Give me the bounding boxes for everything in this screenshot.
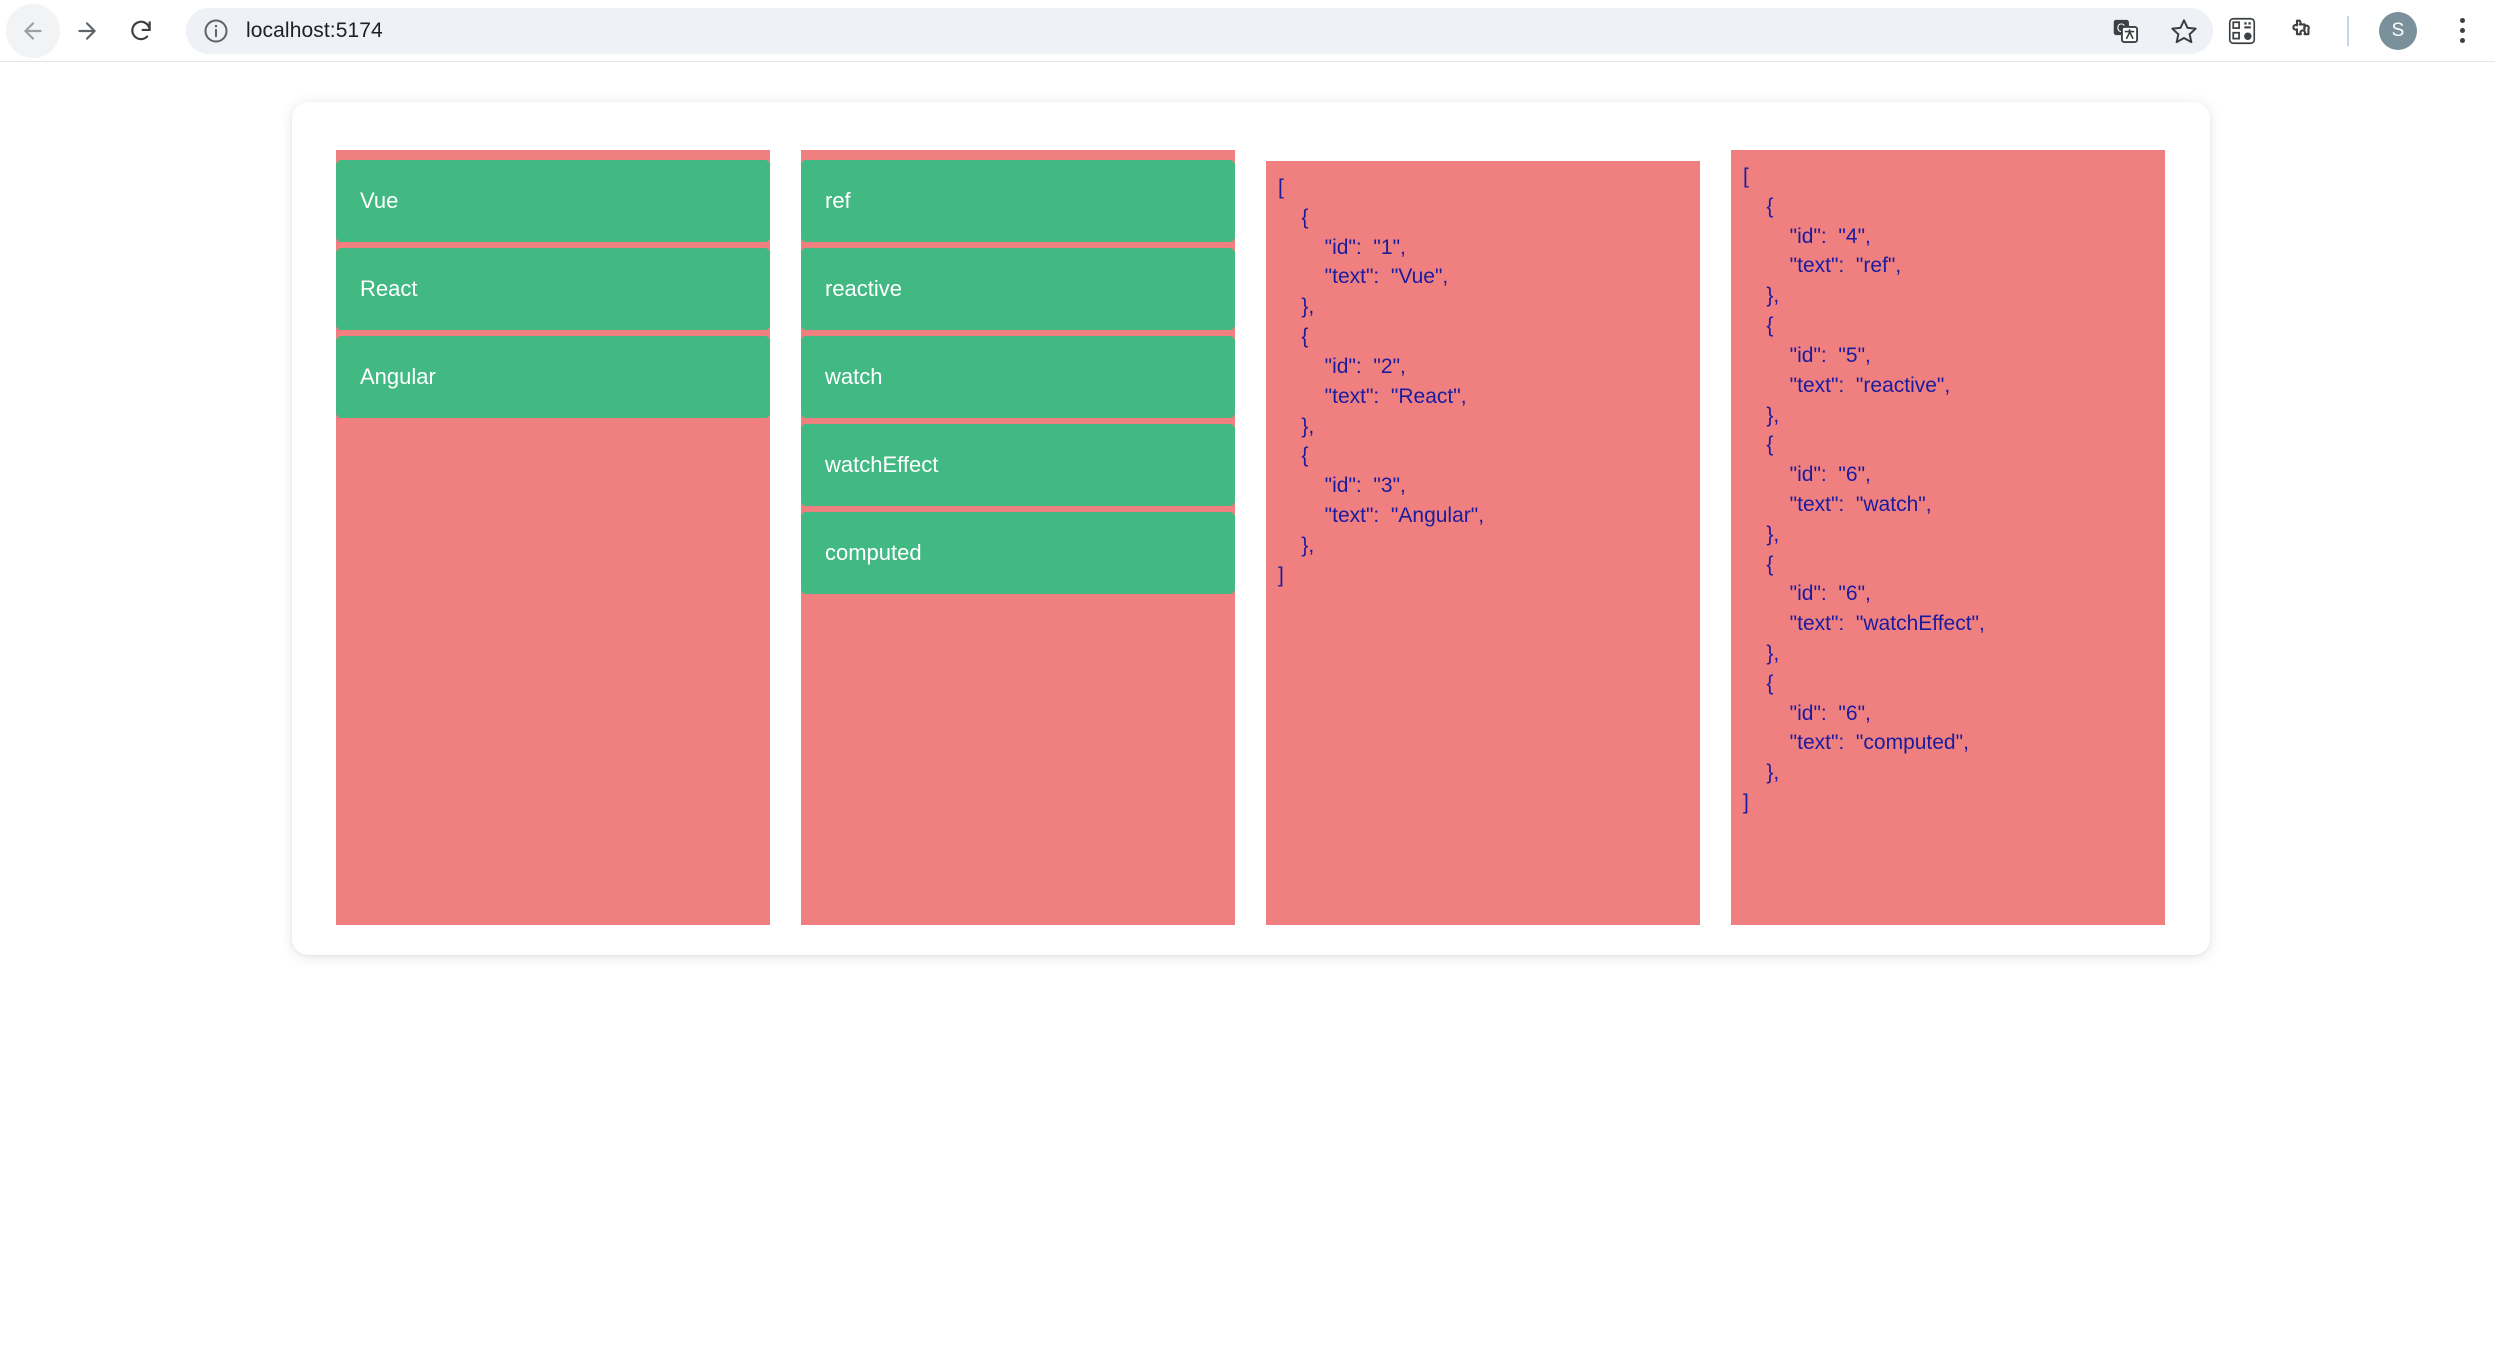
star-bookmark-icon[interactable] [2169,16,2199,46]
page-body: Vue React Angular ref reactive watch [0,62,2495,1372]
forward-button[interactable] [60,4,114,58]
browser-actions: S [2227,11,2495,50]
list-item[interactable]: Angular [336,336,770,418]
board-card: Vue React Angular ref reactive watch [292,102,2210,955]
list-item-label: Angular [360,364,436,389]
list-item-label: ref [825,188,851,213]
address-bar[interactable]: localhost:5174 G [186,7,2213,54]
list-item[interactable]: watchEffect [801,424,1235,506]
list-item-label: reactive [825,276,903,301]
json-output-apis: [ { "id": "4", "text": "ref", }, { "id":… [1743,165,1985,815]
list-item[interactable]: React [336,248,770,330]
column-frameworks-list[interactable]: Vue React Angular [336,150,770,925]
site-info-icon[interactable] [202,17,230,45]
list-item[interactable]: computed [801,512,1235,594]
list-item-label: watch [825,364,883,389]
json-output-frameworks: [ { "id": "1", "text": "Vue", }, { "id":… [1278,176,1485,587]
list-item[interactable]: ref [801,160,1235,242]
omnibox-actions: G [2111,8,2199,54]
reload-button[interactable] [114,4,168,58]
list-item[interactable]: reactive [801,248,1235,330]
list-item[interactable]: watch [801,336,1235,418]
list-item-label: Vue [360,188,399,213]
column-frameworks-json: [ { "id": "1", "text": "Vue", }, { "id":… [1266,161,1700,925]
drag-board: Vue React Angular ref reactive watch [336,150,2166,925]
list-item-label: watchEffect [825,452,939,477]
list-item-label: computed [825,540,922,565]
kebab-menu-icon[interactable] [2447,16,2477,46]
column-apis-list[interactable]: ref reactive watch watchEffect computed [801,150,1235,925]
url-text: localhost:5174 [246,18,383,42]
forward-arrow-icon [74,18,100,44]
avatar[interactable]: S [2379,11,2417,50]
browser-toolbar: localhost:5174 G [0,0,2495,62]
reload-icon [128,18,154,44]
back-button[interactable] [6,3,60,58]
back-arrow-icon [20,18,46,44]
translate-icon[interactable]: G [2111,16,2141,46]
toolbar-divider [2347,15,2349,46]
list-item-label: React [360,276,418,301]
list-item[interactable]: Vue [336,160,770,242]
extensions-puzzle-icon[interactable] [2287,16,2317,46]
column-apis-json: [ { "id": "4", "text": "ref", }, { "id":… [1731,150,2165,925]
qr-code-icon[interactable] [2227,16,2257,46]
